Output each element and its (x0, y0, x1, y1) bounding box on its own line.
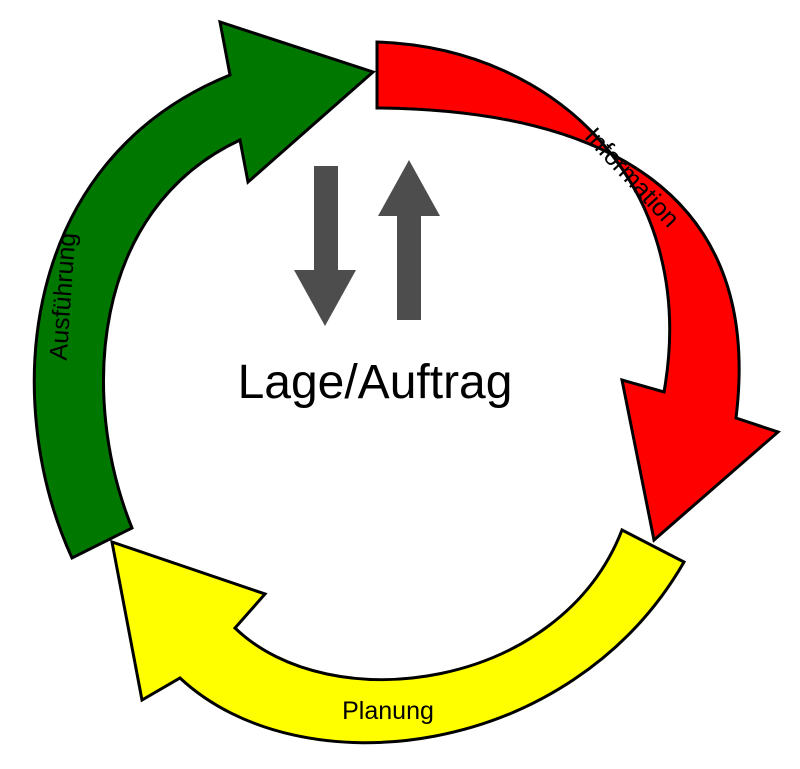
arrow-up-icon (378, 160, 440, 320)
information-label: Information (579, 122, 685, 233)
center-label: Lage/Auftrag (238, 356, 513, 409)
planung-label: Planung (342, 697, 434, 725)
information-arrow (375, 40, 781, 543)
arrow-down-icon (294, 166, 356, 326)
ausfuehrung-arrow (32, 19, 376, 561)
planung-arrow (110, 527, 687, 745)
